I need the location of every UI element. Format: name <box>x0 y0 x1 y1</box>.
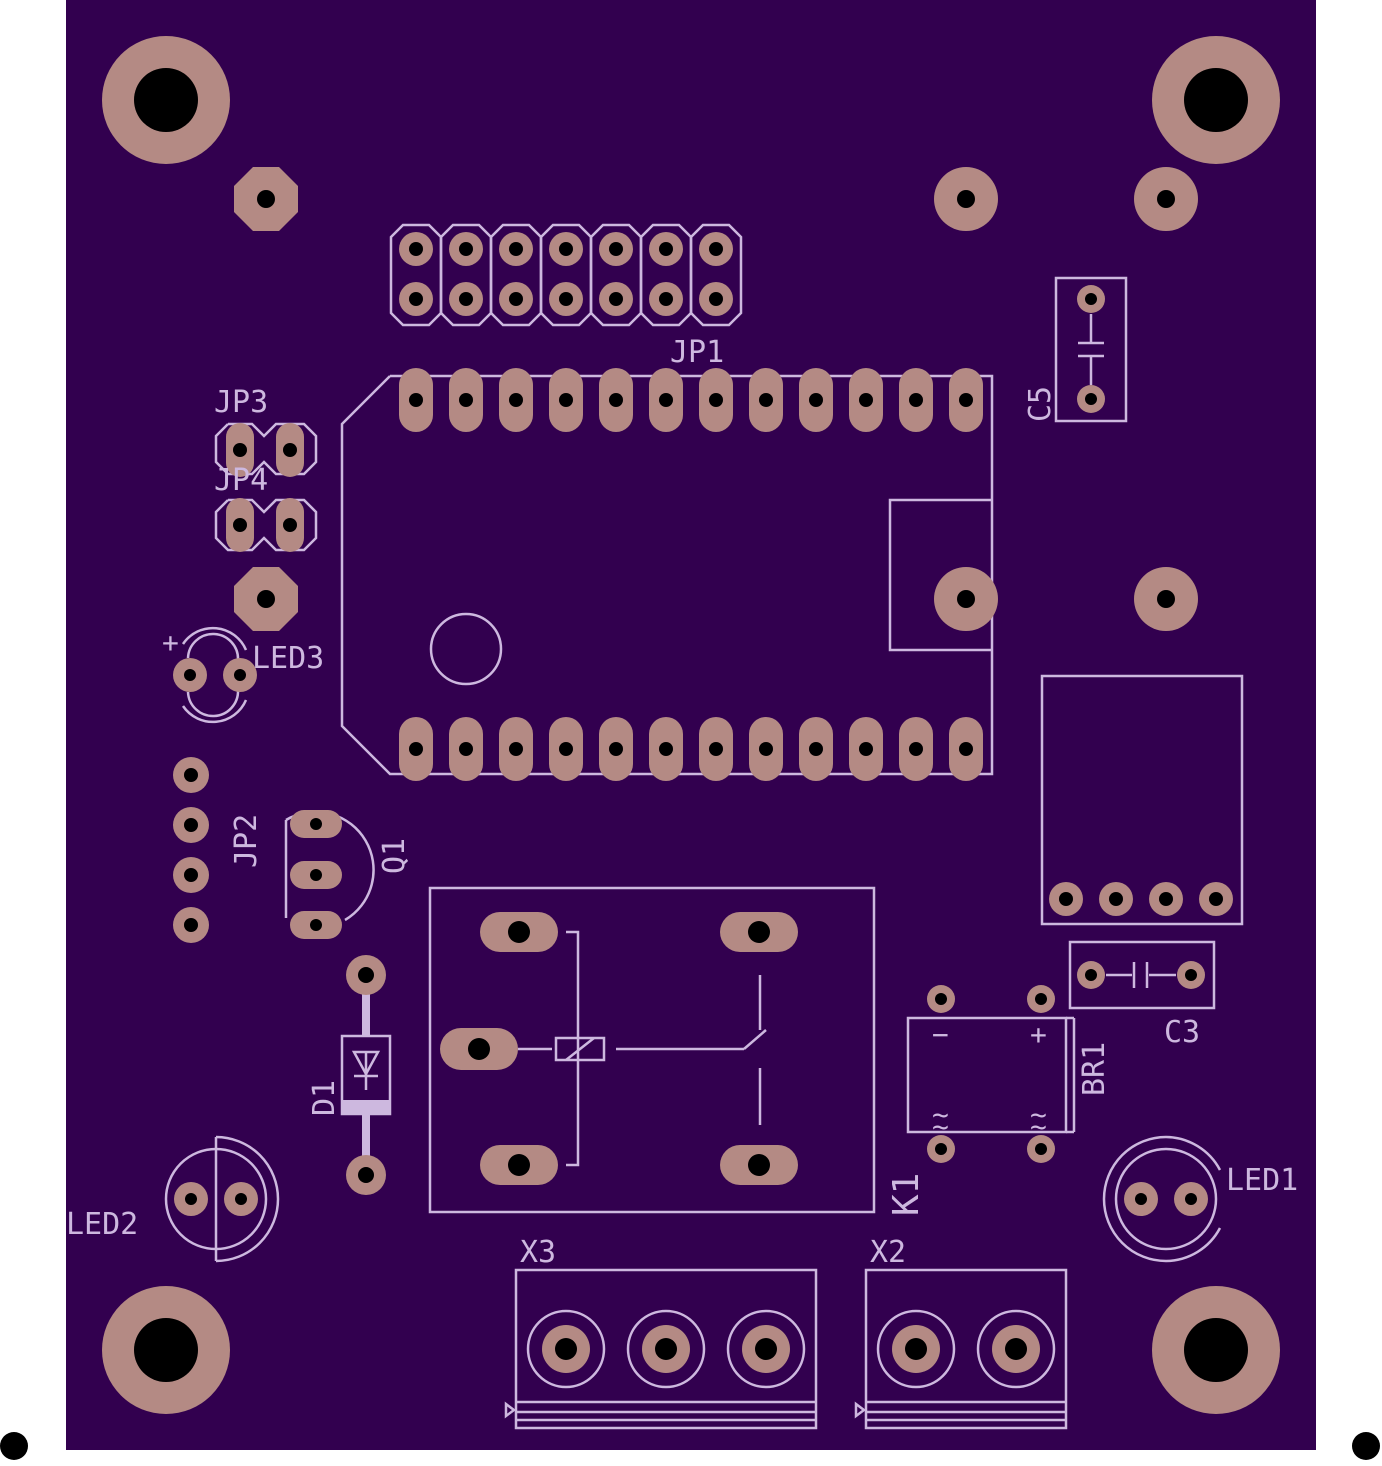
led3-plus-mark: + <box>162 626 179 659</box>
jp1-drill <box>409 242 423 256</box>
module-drill <box>709 742 723 756</box>
br1-plus-mark: + <box>1030 1018 1047 1051</box>
module-drill <box>559 393 573 407</box>
k1-label: K1 <box>886 1173 927 1216</box>
jp1-pin-outline <box>589 223 643 327</box>
jp2-header <box>173 757 209 943</box>
br1-label: BR1 <box>1077 1042 1112 1096</box>
x2-label: X2 <box>870 1235 906 1270</box>
module-drill <box>409 393 423 407</box>
module-drill <box>559 742 573 756</box>
jp1-pin-outline <box>389 223 443 327</box>
br1-ac-mark-2: ~ <box>932 1110 949 1143</box>
module-pins <box>399 368 983 781</box>
jp4-label: JP4 <box>214 463 268 498</box>
jp1-drill <box>559 292 573 306</box>
led3 <box>173 626 257 724</box>
br1-minus-mark: − <box>932 1018 949 1051</box>
d1-diode <box>340 955 392 1195</box>
module-drill <box>409 742 423 756</box>
module-drill <box>509 742 523 756</box>
br1-ac-mark-4: ~ <box>1030 1110 1047 1143</box>
jp1-drill <box>459 292 473 306</box>
module-drill <box>859 393 873 407</box>
module-drill <box>859 742 873 756</box>
module-drill <box>909 742 923 756</box>
jp3-label: JP3 <box>214 385 268 420</box>
led2-label: LED2 <box>66 1207 138 1242</box>
module-drill <box>509 393 523 407</box>
c5-label: C5 <box>1023 386 1058 422</box>
jp1-drill <box>459 242 473 256</box>
module-drill <box>809 393 823 407</box>
x3-terminal-block <box>504 1268 818 1430</box>
q1-transistor <box>284 810 375 939</box>
led2 <box>164 1135 280 1263</box>
jp1-pin-outline <box>439 223 493 327</box>
module-drill <box>809 742 823 756</box>
br1-rectifier <box>906 985 1076 1163</box>
module-outline <box>340 374 994 776</box>
c3-capacitor <box>1068 940 1216 1010</box>
module-drill <box>659 393 673 407</box>
k1-relay <box>428 886 876 1214</box>
br1-ac-mark-1: ~ <box>932 1098 949 1131</box>
module-drill <box>709 393 723 407</box>
corner-fiducial-left <box>0 1432 28 1460</box>
c5-capacitor <box>1054 276 1128 423</box>
led1-label: LED1 <box>1226 1163 1298 1198</box>
module-drill <box>759 393 773 407</box>
module-side-hole <box>957 590 975 608</box>
q1-label: Q1 <box>377 838 412 874</box>
jp2-label: JP2 <box>229 814 264 868</box>
jp1-drill <box>709 242 723 256</box>
led3-label: LED3 <box>252 641 324 676</box>
module-drill <box>909 393 923 407</box>
x3-label: X3 <box>520 1235 556 1270</box>
round-pads-top <box>934 167 1198 631</box>
module-drill <box>759 742 773 756</box>
jp1-drill <box>659 242 673 256</box>
jp1-pin-outline <box>539 223 593 327</box>
module-drill <box>609 393 623 407</box>
module-drill <box>959 742 973 756</box>
jp1-pin-outline <box>639 223 693 327</box>
corner-fiducial-right <box>1352 1432 1380 1460</box>
jp1-drill <box>659 292 673 306</box>
jp1-label: JP1 <box>670 335 724 370</box>
led1 <box>1102 1135 1222 1263</box>
x2-terminal-block <box>854 1268 1068 1430</box>
jp1-pin-outline <box>689 223 743 327</box>
module-drill <box>459 393 473 407</box>
octagon-vias <box>234 167 298 631</box>
jp1-drill <box>509 292 523 306</box>
header-block-4pin <box>1040 674 1244 926</box>
jp1-drill <box>559 242 573 256</box>
jp1-drill <box>409 292 423 306</box>
br1-ac-mark-3: ~ <box>1030 1098 1047 1131</box>
mounting-holes <box>102 36 1280 1414</box>
jp1-header <box>389 223 743 327</box>
jp1-drill <box>709 292 723 306</box>
jp1-drill <box>609 242 623 256</box>
module-drill <box>959 393 973 407</box>
c3-label: C3 <box>1164 1015 1200 1050</box>
jp1-drill <box>609 292 623 306</box>
d1-label: D1 <box>307 1080 342 1116</box>
jp3-jp4-jumpers <box>214 422 318 552</box>
module-drill <box>609 742 623 756</box>
module-drill <box>459 742 473 756</box>
jp1-pin-outline <box>489 223 543 327</box>
jp1-drill <box>509 242 523 256</box>
module-drill <box>659 742 673 756</box>
